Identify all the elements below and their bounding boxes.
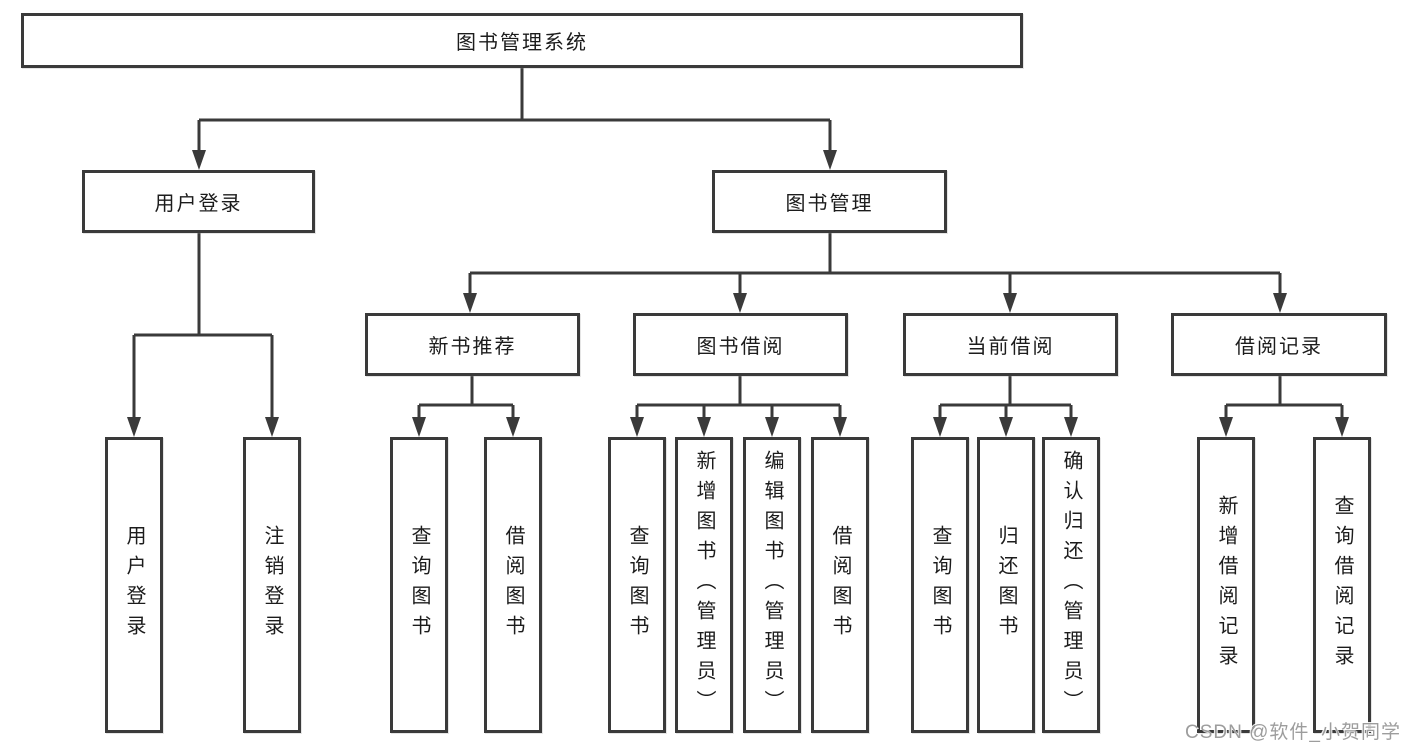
connector-current-borrow-branch [933,376,1078,437]
node-current-borrow-label: 当前借阅 [966,336,1055,358]
node-book-mgmt: 图书管理 [712,170,947,233]
leaf-bb-edit-book: 编辑图书（管理员） [743,437,801,733]
csdn-watermark: CSDN @软件_小贺同学 [1185,722,1401,743]
connector-book-mgmt-branch [463,233,1287,313]
node-book-borrow-label: 图书借阅 [696,336,785,358]
leaf-bb-add-book-label: 新增图书（管理员） [693,450,715,720]
leaf-rec-query-book: 查询图书 [390,437,448,733]
leaf-bb-query-book: 查询图书 [608,437,666,733]
node-book-borrow: 图书借阅 [633,313,848,376]
node-new-book-rec-label: 新书推荐 [428,336,517,358]
node-borrow-record-label: 借阅记录 [1235,336,1323,358]
node-book-mgmt-label: 图书管理 [785,193,874,215]
leaf-br-add-record-label: 新增借阅记录 [1215,495,1237,675]
connector-new-book-rec-branch [412,376,520,437]
leaf-bb-borrow-book-label: 借阅图书 [829,525,851,645]
leaf-bb-borrow-book: 借阅图书 [811,437,869,733]
node-new-book-rec: 新书推荐 [365,313,580,376]
connector-root-branch [192,68,837,170]
connector-user-login-branch [127,233,279,437]
node-root-label: 图书管理系统 [456,32,588,54]
leaf-user-login: 用户登录 [105,437,163,733]
connector-book-borrow-branch [630,376,847,437]
leaf-rec-query-book-label: 查询图书 [408,525,430,645]
node-root: 图书管理系统 [21,13,1023,68]
node-user-login-label: 用户登录 [154,193,243,215]
leaf-bb-edit-book-label: 编辑图书（管理员） [761,450,783,720]
node-current-borrow: 当前借阅 [903,313,1118,376]
leaf-rec-borrow-book-label: 借阅图书 [502,525,524,645]
leaf-cb-confirm-return: 确认归还（管理员） [1042,437,1100,733]
leaf-cb-return-book-label: 归还图书 [995,525,1017,645]
leaf-br-query-record-label: 查询借阅记录 [1331,495,1353,675]
leaf-bb-add-book: 新增图书（管理员） [675,437,733,733]
node-user-login: 用户登录 [82,170,315,233]
leaf-br-add-record: 新增借阅记录 [1197,437,1255,733]
leaf-rec-borrow-book: 借阅图书 [484,437,542,733]
leaf-user-login-label: 用户登录 [123,525,145,645]
leaf-br-query-record: 查询借阅记录 [1313,437,1371,733]
node-borrow-record: 借阅记录 [1171,313,1387,376]
leaf-logout-label: 注销登录 [261,525,283,645]
leaf-cb-query-book-label: 查询图书 [929,525,951,645]
leaf-bb-query-book-label: 查询图书 [626,525,648,645]
connector-borrow-record-branch [1219,376,1349,437]
leaf-cb-return-book: 归还图书 [977,437,1035,733]
leaf-logout: 注销登录 [243,437,301,733]
leaf-cb-query-book: 查询图书 [911,437,969,733]
leaf-cb-confirm-return-label: 确认归还（管理员） [1060,450,1082,720]
